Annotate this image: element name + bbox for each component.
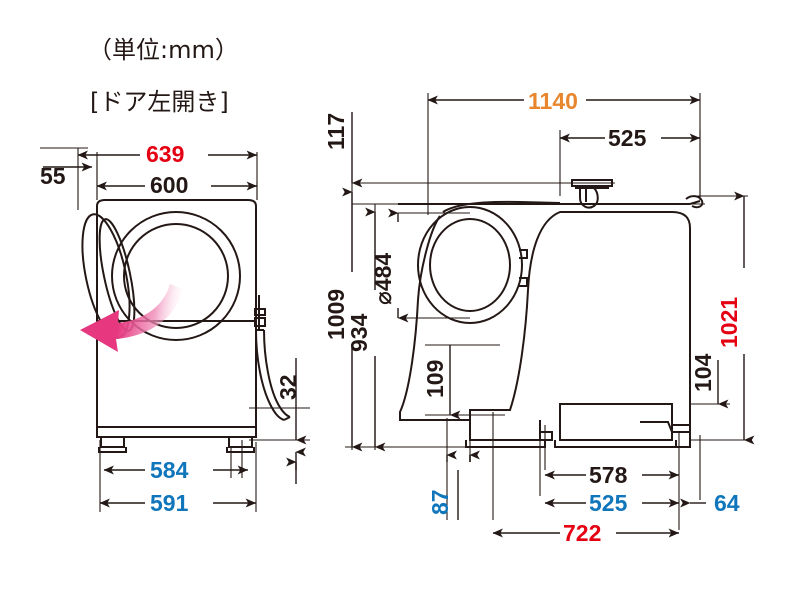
dim-front-55-label: 55 <box>40 163 66 189</box>
dim-side-525-top: 525 <box>559 123 701 151</box>
dim-side-484-label: ⌀484 <box>370 253 396 305</box>
washer-front-feet <box>98 437 255 453</box>
dim-front-584: 584 <box>103 454 249 483</box>
washer-front-body <box>96 199 257 438</box>
dim-front-32: 32 <box>275 358 307 484</box>
washer-side-body <box>398 200 691 433</box>
dim-front-584-label: 584 <box>150 457 189 483</box>
water-inlet-detail <box>571 179 613 209</box>
dim-side-64: 64 <box>680 490 740 516</box>
dim-side-934-label: 934 <box>346 313 372 352</box>
unit-note: （単位:mm） <box>88 36 239 64</box>
dim-front-55: 55 <box>40 162 93 189</box>
dim-front-639: 639 <box>77 140 258 167</box>
dim-side-117-label: 117 <box>323 113 349 150</box>
dim-side-578: 578 <box>544 459 680 488</box>
dim-side-578-label: 578 <box>589 462 628 488</box>
dim-front-591-label: 591 <box>150 490 189 516</box>
dim-side-117: 117 <box>323 112 363 188</box>
dim-side-1021: 1021 <box>716 191 755 445</box>
dim-side-64-label: 64 <box>714 490 740 516</box>
dim-side-1009: 1009 <box>323 187 363 452</box>
dim-front-32-label: 32 <box>275 374 301 400</box>
dim-side-1140-label: 1140 <box>528 88 578 114</box>
washer-front-drain-hose <box>254 295 291 421</box>
door-swing-arrow <box>80 284 183 352</box>
door-direction-note: [ドア左開き] <box>90 88 229 116</box>
dim-side-1140: 1140 <box>427 84 701 114</box>
dim-front-600-label: 600 <box>150 172 188 198</box>
dim-side-109-label: 109 <box>422 360 448 398</box>
washer-side-base <box>465 403 691 448</box>
dim-side-87: 87 <box>427 450 480 520</box>
dim-front-639-label: 639 <box>146 141 184 167</box>
dim-side-109: 109 <box>422 345 461 420</box>
dim-side-104: 104 <box>690 353 729 409</box>
dim-side-722: 722 <box>492 517 680 546</box>
dim-side-1021-label: 1021 <box>716 297 742 348</box>
dim-side-525-bottom-label: 525 <box>589 490 628 516</box>
dim-side-104-label: 104 <box>690 353 716 392</box>
washer-front-drum-opening <box>111 211 241 341</box>
dim-front-591: 591 <box>99 487 257 516</box>
dim-front-600: 600 <box>96 171 258 198</box>
dim-side-525-top-label: 525 <box>608 125 647 151</box>
dim-side-484: ⌀484 <box>370 208 409 323</box>
dim-side-525-bottom: 525 <box>544 487 680 516</box>
dim-side-1009-label: 1009 <box>323 289 349 340</box>
rear-hook-detail <box>685 195 704 209</box>
dim-side-722-label: 722 <box>563 520 601 546</box>
dim-side-87-label: 87 <box>427 489 453 515</box>
side-view-group: 117 1140 525 1009 <box>323 84 755 546</box>
dim-side-934: 934 <box>346 207 386 452</box>
front-view-group: 55 639 600 32 <box>40 140 310 516</box>
